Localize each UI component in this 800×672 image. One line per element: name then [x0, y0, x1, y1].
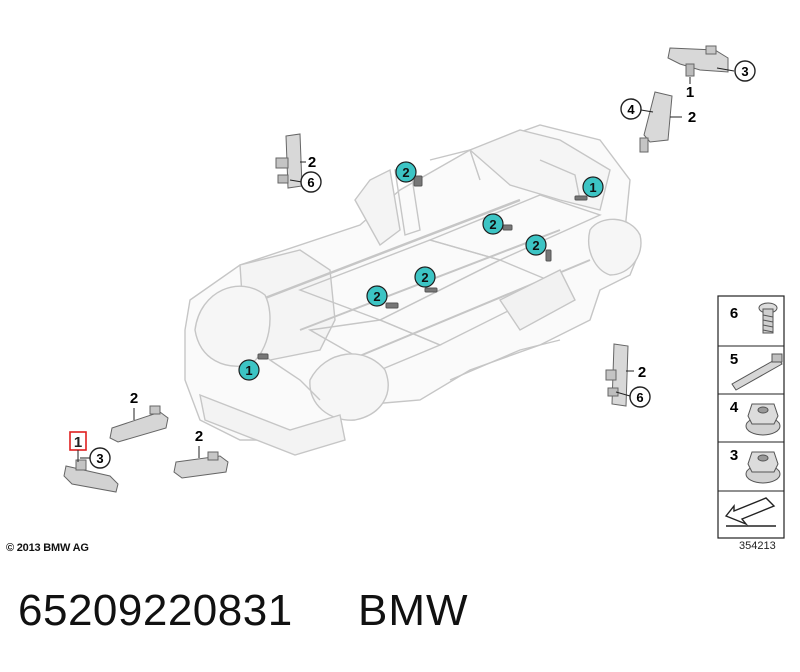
svg-text:2: 2	[195, 428, 203, 445]
callout-2-mid: 2	[414, 266, 436, 288]
svg-text:1: 1	[245, 363, 252, 378]
teal-callouts: 2 1 2 2 2 2 1	[238, 161, 604, 381]
svg-text:2: 2	[638, 364, 646, 381]
part-number: 65209220831	[18, 586, 293, 635]
svg-text:1: 1	[589, 180, 596, 195]
callout-2-front-mid: 2	[366, 285, 388, 307]
callout-2-center: 2	[482, 213, 504, 235]
nut-icon-3	[745, 451, 781, 484]
svg-text:2: 2	[130, 390, 138, 407]
sensor-part-2-upper-left	[275, 133, 303, 189]
sensor-part-2-lower-left	[109, 405, 169, 443]
svg-text:5: 5	[730, 351, 738, 368]
svg-text:1: 1	[74, 434, 82, 451]
callout-1-rear: 1	[582, 176, 604, 198]
callout-1-front: 1	[238, 359, 260, 381]
detail-lower-left: 2 2 1 3	[63, 390, 229, 493]
copyright-text: © 2013 BMW AG	[6, 542, 89, 554]
svg-text:2: 2	[308, 154, 316, 171]
svg-text:3: 3	[96, 451, 103, 466]
detail-top-right: 3 1 4 2	[620, 45, 756, 153]
nut-icon-4	[745, 403, 781, 436]
svg-text:2: 2	[532, 238, 539, 253]
bolt-icon	[758, 302, 778, 334]
callout-2-right: 2	[525, 234, 547, 256]
sensor-part-2-top	[639, 91, 673, 153]
svg-text:4: 4	[730, 399, 739, 416]
svg-text:2: 2	[373, 289, 380, 304]
detail-right: 2 6	[605, 343, 651, 408]
sensor-part-2-lower-center	[173, 451, 229, 479]
svg-text:4: 4	[627, 102, 635, 117]
sensor-part-1-top	[667, 45, 729, 77]
svg-text:2: 2	[421, 270, 428, 285]
svg-text:6: 6	[307, 175, 314, 190]
sensor-part-2-right	[605, 343, 629, 407]
svg-text:3: 3	[741, 64, 748, 79]
detail-upper-left: 2 6	[275, 133, 322, 193]
callout-2-rear-left: 2	[395, 161, 417, 183]
svg-text:6: 6	[636, 390, 643, 405]
cable-tie-icon	[731, 353, 783, 391]
svg-text:2: 2	[688, 109, 696, 126]
svg-text:1: 1	[686, 84, 694, 101]
arrow-icon	[724, 497, 776, 527]
figure-number: 354213	[739, 540, 776, 552]
svg-text:3: 3	[730, 447, 738, 464]
svg-text:6: 6	[730, 305, 738, 322]
brand-name: BMW	[358, 586, 469, 635]
legend-panel: 6 5 4 3	[717, 295, 785, 539]
svg-text:2: 2	[489, 217, 496, 232]
svg-text:2: 2	[402, 165, 409, 180]
sensor-marks	[257, 175, 588, 360]
sensor-part-1-lower-left	[63, 459, 119, 493]
